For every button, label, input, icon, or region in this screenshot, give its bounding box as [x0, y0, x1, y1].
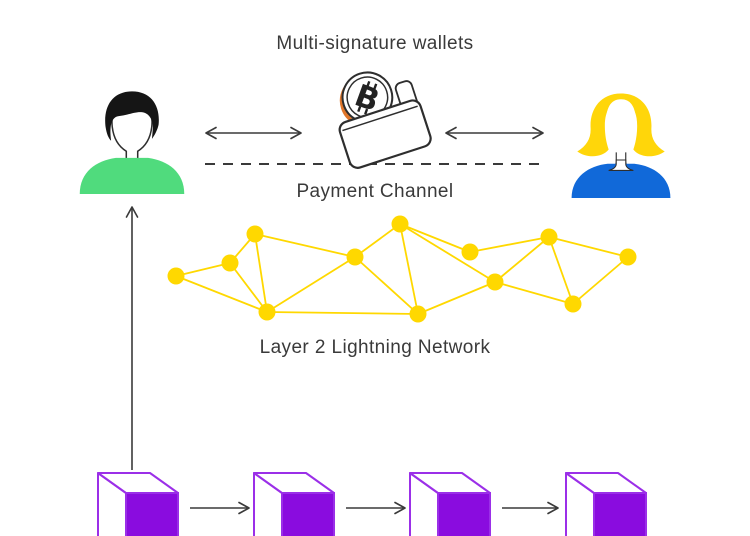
block-front-face	[281, 492, 335, 536]
network-node	[221, 254, 239, 272]
network-node	[564, 295, 582, 313]
network-edge	[354, 256, 419, 315]
network-edge	[548, 236, 629, 258]
woman-avatar-icon	[571, 93, 671, 198]
network-node	[258, 303, 276, 321]
block-front-face	[437, 492, 491, 536]
block-cube-icon	[253, 472, 335, 536]
bitcoin-wallet-icon: B	[338, 71, 432, 169]
woman-collar	[608, 159, 634, 171]
network-edge	[254, 233, 268, 313]
man-shirt	[79, 157, 185, 194]
block-arrow-head	[394, 501, 406, 515]
blockchain-layer	[97, 472, 647, 536]
network-node	[486, 273, 504, 291]
wallet-slot-line	[342, 105, 418, 132]
network-node	[619, 248, 637, 266]
woman-face	[605, 99, 637, 169]
block-arrow-head	[547, 501, 559, 515]
payment-channel-layer	[205, 126, 545, 165]
network-edge	[399, 223, 496, 283]
network-node	[346, 248, 364, 266]
network-edge	[469, 236, 550, 253]
block-cube-icon	[565, 472, 647, 536]
channel-double-arrow-head	[445, 126, 457, 140]
network-node	[540, 228, 558, 246]
network-edge	[572, 256, 629, 305]
label-payment-channel: Payment Channel	[296, 181, 454, 202]
network-node	[409, 305, 427, 323]
network-edge	[229, 262, 268, 313]
network-edge	[548, 236, 574, 305]
network-edge	[175, 275, 268, 313]
man-hair	[105, 91, 159, 141]
network-edge	[494, 236, 550, 283]
woman-shirt	[571, 163, 671, 198]
network-node	[246, 225, 264, 243]
anchor-arrow-head	[125, 206, 139, 218]
network-edge	[399, 223, 419, 315]
block-front-face	[593, 492, 647, 536]
lightning-network-graph	[167, 215, 637, 323]
block-cube-icon	[409, 472, 491, 536]
anchor-arrow-layer	[125, 206, 139, 470]
block-arrow-head	[238, 501, 250, 515]
network-node	[167, 267, 185, 285]
network-edge	[175, 262, 231, 277]
network-edge	[254, 233, 356, 258]
title-multi-signature-wallets: Multi-signature wallets	[276, 33, 474, 54]
network-edge	[354, 223, 401, 258]
channel-double-arrow-head	[532, 126, 544, 140]
wallet-body	[338, 99, 432, 169]
block-cube-icon	[97, 472, 179, 536]
network-edge	[266, 311, 419, 315]
network-node	[391, 215, 409, 233]
channel-double-arrow-head	[205, 126, 217, 140]
network-edge	[399, 223, 471, 253]
label-layer2-lightning-network: Layer 2 Lightning Network	[259, 337, 491, 358]
woman-hair	[577, 93, 665, 157]
man-avatar-icon	[79, 91, 185, 194]
block-front-face	[125, 492, 179, 536]
network-edge	[266, 256, 356, 313]
network-edge	[494, 281, 574, 305]
network-edge	[417, 281, 496, 315]
network-node	[461, 243, 479, 261]
channel-double-arrow-head	[290, 126, 302, 140]
